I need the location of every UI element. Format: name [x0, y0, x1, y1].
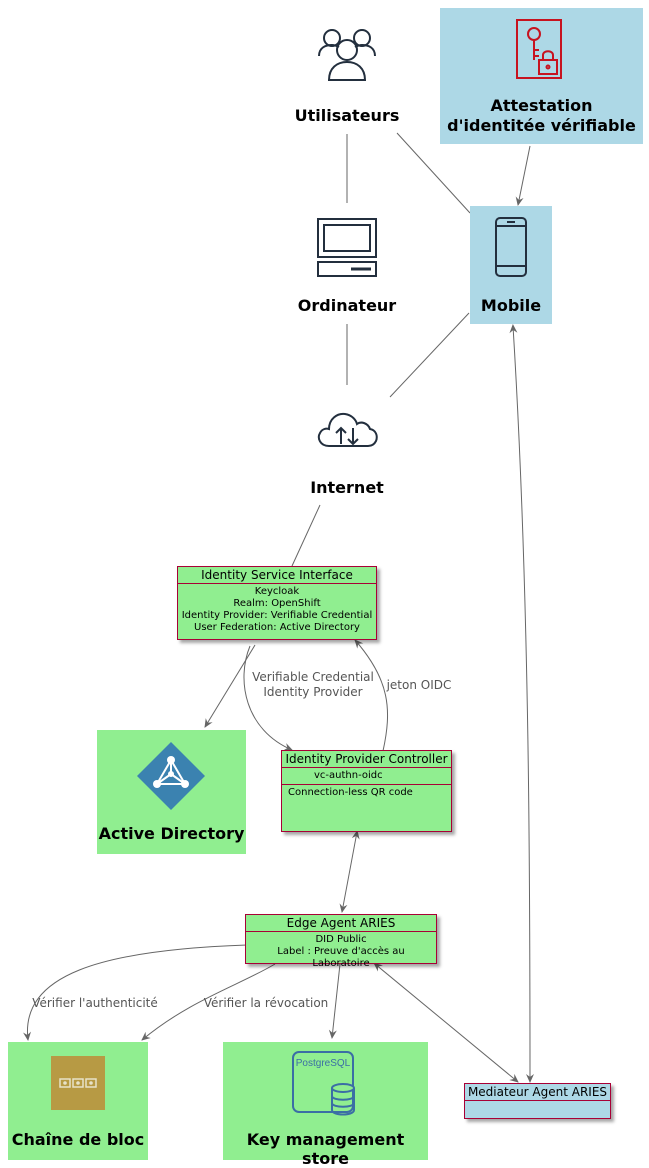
- smartphone-icon: [495, 217, 527, 277]
- edge-mobile-internet: [389, 312, 470, 398]
- kms-label: Key management store: [246, 1130, 405, 1168]
- active-directory-icon: [137, 742, 205, 810]
- node-kms: PostgreSQL Key management store: [223, 1042, 428, 1168]
- edge-idp-identity: [354, 639, 389, 752]
- node-attestation: Attestation d'identitée vérifiable: [440, 8, 643, 144]
- users-icon: [318, 29, 376, 81]
- node-mobile: Mobile: [470, 206, 552, 324]
- edge-agent-details: DID Public Label : Preuve d'accès au Lab…: [246, 932, 436, 972]
- postgresql-icon-text: PostgreSQL: [296, 1058, 351, 1069]
- edge-label-oidc-token: jeton OIDC: [386, 678, 452, 692]
- idp-controller-method: Connection-less QR code: [288, 787, 413, 798]
- desktop-computer-icon: [317, 218, 377, 277]
- users-label: Utilisateurs: [294, 106, 400, 125]
- edge-label-verify-auth: Vérifier l'authenticité: [32, 996, 158, 1010]
- edge-internet-identity: [291, 504, 321, 567]
- node-identity-service: Identity Service Interface Keycloak Real…: [177, 566, 377, 640]
- edge-users-mobile: [396, 132, 471, 214]
- idp-controller-field: vc-authn-oidc: [282, 768, 451, 785]
- edge-edge-mediator: [373, 962, 519, 1083]
- edge-edge-blockchain: [23, 944, 248, 1041]
- attestation-label: Attestation d'identitée vérifiable: [447, 96, 636, 135]
- edge-label-verify-revocation: Vérifier la révocation: [203, 996, 329, 1010]
- edge-attestation-mobile: [515, 145, 531, 206]
- node-active-directory: Active Directory: [97, 730, 246, 854]
- edge-agent-line: DID Public: [315, 934, 367, 945]
- blockchain-icon: [51, 1056, 105, 1110]
- computer-label: Ordinateur: [297, 296, 397, 315]
- identity-service-line: Realm: OpenShift: [233, 598, 321, 609]
- mobile-label: Mobile: [480, 296, 542, 315]
- postgresql-icon: PostgreSQL: [292, 1051, 355, 1116]
- node-idp-controller: Identity Provider Controller vc-authn-oi…: [281, 750, 452, 832]
- node-internet: Internet: [287, 396, 407, 500]
- mediator-title: Mediateur Agent ARIES: [465, 1084, 610, 1101]
- edge-edge-kms: [141, 963, 276, 1041]
- edge-edge-kms2: [328, 963, 341, 1039]
- node-users: Utilisateurs: [287, 18, 407, 138]
- edge-identity-ad: [204, 644, 256, 728]
- blockchain-label: Chaîne de bloc: [11, 1130, 145, 1149]
- edge-agent-line: Label : Preuve d'accès au Laboratoire: [277, 946, 405, 969]
- edge-label-line: Identity Provider: [263, 685, 363, 699]
- edge-label-line: Verifiable Credential: [252, 670, 374, 684]
- identity-service-details: Keycloak Realm: OpenShift Identity Provi…: [178, 584, 376, 636]
- edge-idp-edge: [339, 830, 360, 913]
- node-mediator: Mediateur Agent ARIES: [464, 1083, 611, 1119]
- edge-label-vc-idp: Verifiable Credential Identity Provider: [248, 670, 378, 700]
- edge-agent-title: Edge Agent ARIES: [246, 915, 436, 932]
- node-blockchain: Chaîne de bloc: [8, 1042, 148, 1160]
- identity-service-title: Identity Service Interface: [178, 567, 376, 584]
- node-computer: Ordinateur: [287, 210, 407, 324]
- identity-service-line: Identity Provider: Verifiable Credential: [181, 610, 373, 621]
- key-lock-document-icon: [516, 19, 562, 79]
- identity-service-line: Keycloak: [254, 586, 300, 597]
- identity-service-line: User Federation: Active Directory: [194, 622, 360, 633]
- internet-label: Internet: [310, 478, 384, 497]
- node-edge-agent: Edge Agent ARIES DID Public Label : Preu…: [245, 914, 437, 969]
- edge-identity-idp: [243, 645, 293, 751]
- idp-controller-title: Identity Provider Controller: [282, 751, 451, 768]
- active-directory-label: Active Directory: [98, 824, 245, 843]
- cloud-icon: [317, 412, 378, 447]
- edge-mobile-mediator: [509, 324, 534, 1083]
